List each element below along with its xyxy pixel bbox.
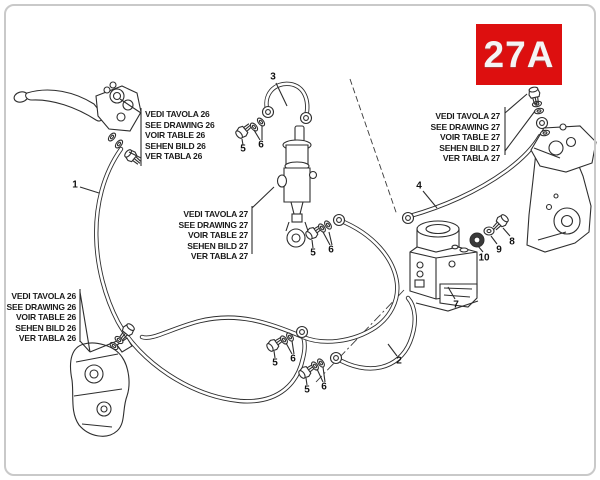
banjo-bolt-set-mid [303,219,334,242]
plate-number-badge: 27A [476,24,562,85]
part-callout-6d: 6 [321,381,327,393]
part-number-leader-lines [79,82,511,386]
ref-line: VEDI TAVOLA 27 [183,209,248,219]
ref-line: VER TABLA 26 [145,151,203,162]
ref-line: VOIR TABLE 27 [187,230,248,241]
banjo-eye [329,351,343,365]
ref-line: VER TABLA 27 [190,251,248,262]
reference-line [349,78,398,216]
ref-box-rear-master: VEDI TAVOLA 27 SEE DRAWING 27 VOIR TABLE… [176,209,249,262]
banjo-eye [295,325,309,339]
abs-mount-spacer [483,226,495,236]
ref-line: SEE DRAWING 26 [145,119,215,130]
rear-master-cylinder [276,125,318,248]
ref-line: VOIR TABLE 27 [439,132,500,143]
part-callout-8: 8 [509,236,515,248]
part-callout-5d: 5 [304,384,310,396]
ref-line: VEDI TAVOLA 26 [145,109,210,119]
part-callout-5c: 5 [272,357,278,369]
banjo-bolt-set-top [233,116,267,141]
ref-line: VER TABLA 26 [18,333,76,344]
ref-box-rear-caliper: VEDI TAVOLA 27 SEE DRAWING 27 VOIR TABLE… [430,111,501,164]
ref-line: SEE DRAWING 27 [430,121,501,132]
part-callout-7: 7 [453,299,459,311]
front-brake-caliper [69,321,137,437]
ref-line: VEDI TAVOLA 26 [11,291,76,301]
ref-line: SEHEN BILD 27 [187,240,248,251]
abs-outlet-hose-2 [336,298,415,368]
banjo-eye [261,105,275,119]
part-callout-5a: 5 [240,143,246,155]
abs-mount-grommet [469,232,485,248]
part-callout-1: 1 [72,179,78,191]
part-callout-3: 3 [270,71,276,83]
ref-line: SEHEN BILD 27 [439,142,500,153]
ref-line: SEE DRAWING 26 [6,301,77,312]
part-callout-6c: 6 [290,353,296,365]
ref-box-front-caliper: VEDI TAVOLA 26 SEE DRAWING 26 VOIR TABLE… [4,291,77,344]
banjo-eye [299,111,313,125]
ref-line: SEE DRAWING 27 [178,219,249,230]
ref-line: VOIR TABLE 26 [15,312,76,323]
part-callout-6b: 6 [328,244,334,256]
part-callout-9: 9 [496,244,502,256]
ref-line: SEHEN BILD 26 [145,140,206,151]
part-callout-2: 2 [396,355,402,367]
callout-leader-lines [79,93,536,353]
banjo-eye [401,211,415,225]
part-callout-10: 10 [478,252,490,264]
ref-line: SEHEN BILD 26 [15,322,76,333]
ref-line: VEDI TAVOLA 27 [435,111,500,121]
front-brake-lever-assembly [13,81,145,169]
banjo-eye [332,213,346,227]
ref-line: VOIR TABLE 26 [145,130,206,141]
part-callout-5b: 5 [310,247,316,259]
banjo-eye [535,116,549,130]
ref-line: VER TABLA 27 [442,153,500,164]
part-callout-4: 4 [416,180,422,192]
ref-box-front-lever: VEDI TAVOLA 26 SEE DRAWING 26 VOIR TABLE… [145,109,215,162]
abs-modulator-unit [409,220,479,312]
part-callout-6a: 6 [258,139,264,151]
rear-brake-caliper [526,85,597,253]
